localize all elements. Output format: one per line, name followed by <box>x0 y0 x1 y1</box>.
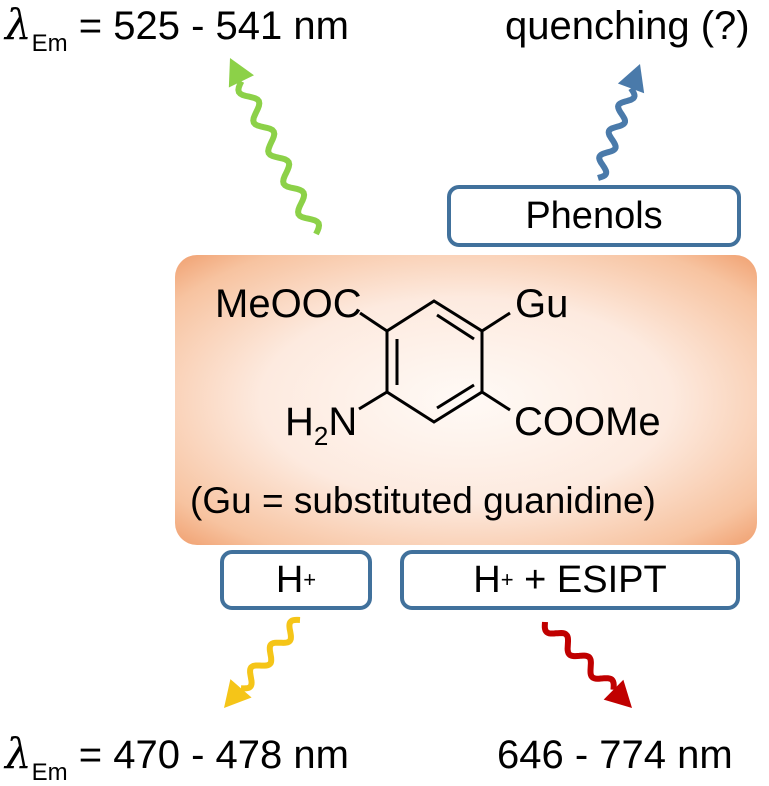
emission-red-label: 646 - 774 nm <box>497 733 733 777</box>
substituent-meooc: MeOOC <box>215 282 362 326</box>
lambda-symbol: λ <box>5 0 32 49</box>
red-emission-arrow <box>541 621 617 690</box>
proton-esipt-box: H+ + ESIPT <box>400 550 740 610</box>
substituent-gu: Gu <box>515 282 569 326</box>
plus: + <box>303 567 317 592</box>
value: = 470 - 478 nm <box>78 733 349 777</box>
h: H <box>275 558 304 601</box>
green-emission-arrow <box>235 80 323 236</box>
h: H <box>285 400 314 444</box>
phenols-box: Phenols <box>447 185 741 247</box>
yellow-emission-arrowhead-icon <box>224 679 252 708</box>
h: H <box>473 558 501 601</box>
lambda-symbol: λ <box>5 729 32 778</box>
emission-yellow-label: λEm = 470 - 478 nm <box>5 733 349 785</box>
quenching-label: quenching (?) <box>505 4 750 48</box>
molecule-panel <box>175 255 757 545</box>
substituent-coome: COOMe <box>514 400 661 444</box>
value: = 525 - 541 nm <box>78 4 349 48</box>
emission-green-label: λEm = 525 - 541 nm <box>5 4 349 56</box>
plus: + <box>500 567 514 592</box>
subscript: Em <box>31 759 68 786</box>
esipt-text: + ESIPT <box>513 558 667 601</box>
blue-quenching-arrowhead-icon <box>617 64 645 94</box>
substituent-h2n: H2N <box>285 400 358 451</box>
blue-quenching-arrow <box>596 86 638 181</box>
benzene-ring <box>358 299 511 424</box>
molecule-caption: (Gu = substituted guanidine) <box>190 480 656 521</box>
bond-amine <box>358 390 388 411</box>
bond-ester-2 <box>481 390 511 412</box>
proton-box: H+ <box>220 550 372 610</box>
yellow-emission-arrow <box>240 616 301 692</box>
green-emission-arrowhead-icon <box>228 58 254 88</box>
red-emission-arrowhead-icon <box>603 679 632 708</box>
n: N <box>328 400 358 444</box>
subscript-2: 2 <box>313 421 329 451</box>
subscript: Em <box>31 30 68 57</box>
bond-guanidine <box>481 311 511 333</box>
bond-ester-1 <box>359 311 388 333</box>
